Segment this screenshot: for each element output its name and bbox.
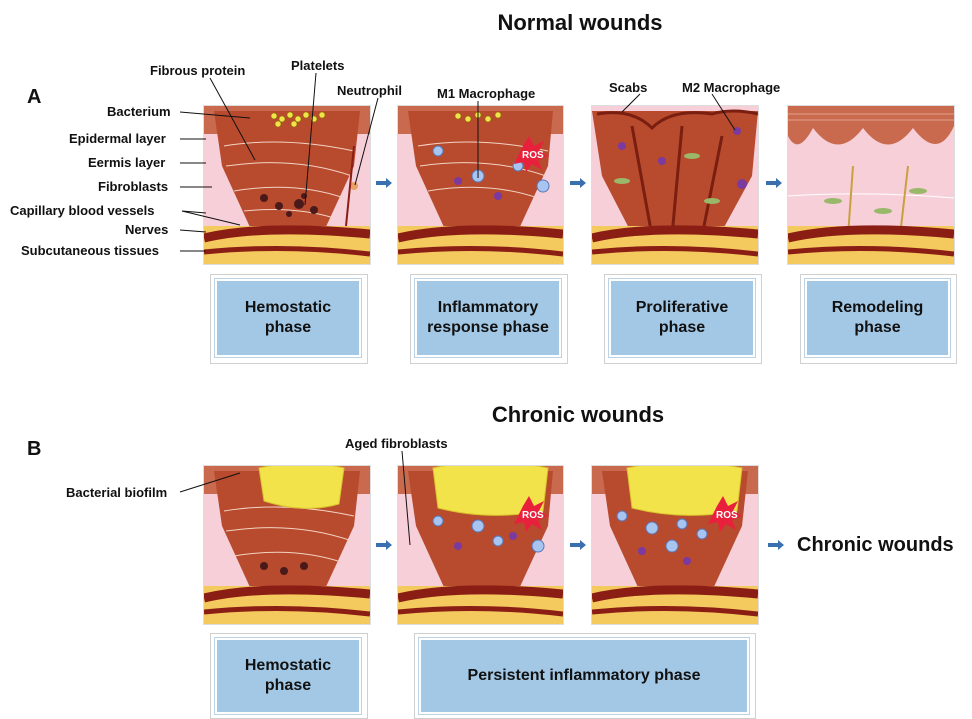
ros-label-a2: ROS bbox=[522, 150, 544, 161]
ros-label-b3: ROS bbox=[716, 510, 738, 521]
label-epidermal-layer: Epidermal layer bbox=[69, 131, 166, 146]
tissue-tile-a3 bbox=[591, 105, 759, 265]
panel-letter-a: A bbox=[27, 86, 41, 109]
title-normal-wounds: Normal wounds bbox=[430, 10, 730, 36]
arrow-right-icon bbox=[376, 540, 392, 550]
panel-letter-b: B bbox=[27, 438, 41, 461]
label-capillary-blood-vessels: Capillary blood vessels bbox=[10, 203, 155, 218]
phase-box-inflammatory: Inflammatory response phase bbox=[415, 279, 561, 357]
arrow-right-icon bbox=[768, 540, 784, 550]
phase-box-hemostatic: Hemostatic phase bbox=[215, 279, 361, 357]
label-eermis-layer: Eermis layer bbox=[88, 155, 165, 170]
label-aged-fibroblasts: Aged fibroblasts bbox=[345, 436, 448, 451]
arrow-right-icon bbox=[570, 178, 586, 188]
label-nerves: Nerves bbox=[125, 222, 168, 237]
phase-box-persistent-inflammatory: Persistent inflammatory phase bbox=[419, 638, 749, 714]
label-fibrous-protein: Fibrous protein bbox=[150, 63, 245, 78]
tissue-tile-a1 bbox=[203, 105, 371, 265]
tissue-tile-b1 bbox=[203, 465, 371, 625]
title-chronic-wounds: Chronic wounds bbox=[428, 402, 728, 428]
label-neutrophil: Neutrophil bbox=[337, 83, 402, 98]
phase-box-remodeling: Remodeling phase bbox=[805, 279, 950, 357]
tissue-tile-a4 bbox=[787, 105, 955, 265]
label-scabs: Scabs bbox=[609, 80, 647, 95]
label-m1-macrophage: M1 Macrophage bbox=[437, 86, 535, 101]
arrow-right-icon bbox=[376, 178, 392, 188]
label-bacterium: Bacterium bbox=[107, 104, 171, 119]
phase-box-proliferative: Proliferative phase bbox=[609, 279, 755, 357]
tissue-tile-b2: ROS bbox=[397, 465, 564, 625]
arrow-right-icon bbox=[570, 540, 586, 550]
label-platelets: Platelets bbox=[291, 58, 344, 73]
ros-label-b2: ROS bbox=[522, 510, 544, 521]
label-bacterial-biofilm: Bacterial biofilm bbox=[66, 485, 167, 500]
label-m2-macrophage: M2 Macrophage bbox=[682, 80, 780, 95]
tissue-tile-a2: ROS bbox=[397, 105, 564, 265]
label-chronic-wounds-outcome: Chronic wounds bbox=[797, 534, 954, 557]
label-subcutaneous-tissues: Subcutaneous tissues bbox=[21, 243, 159, 258]
label-fibroblasts: Fibroblasts bbox=[98, 179, 168, 194]
tissue-tile-b3: ROS bbox=[591, 465, 759, 625]
arrow-right-icon bbox=[766, 178, 782, 188]
phase-box-hemostatic-chronic: Hemostatic phase bbox=[215, 638, 361, 714]
